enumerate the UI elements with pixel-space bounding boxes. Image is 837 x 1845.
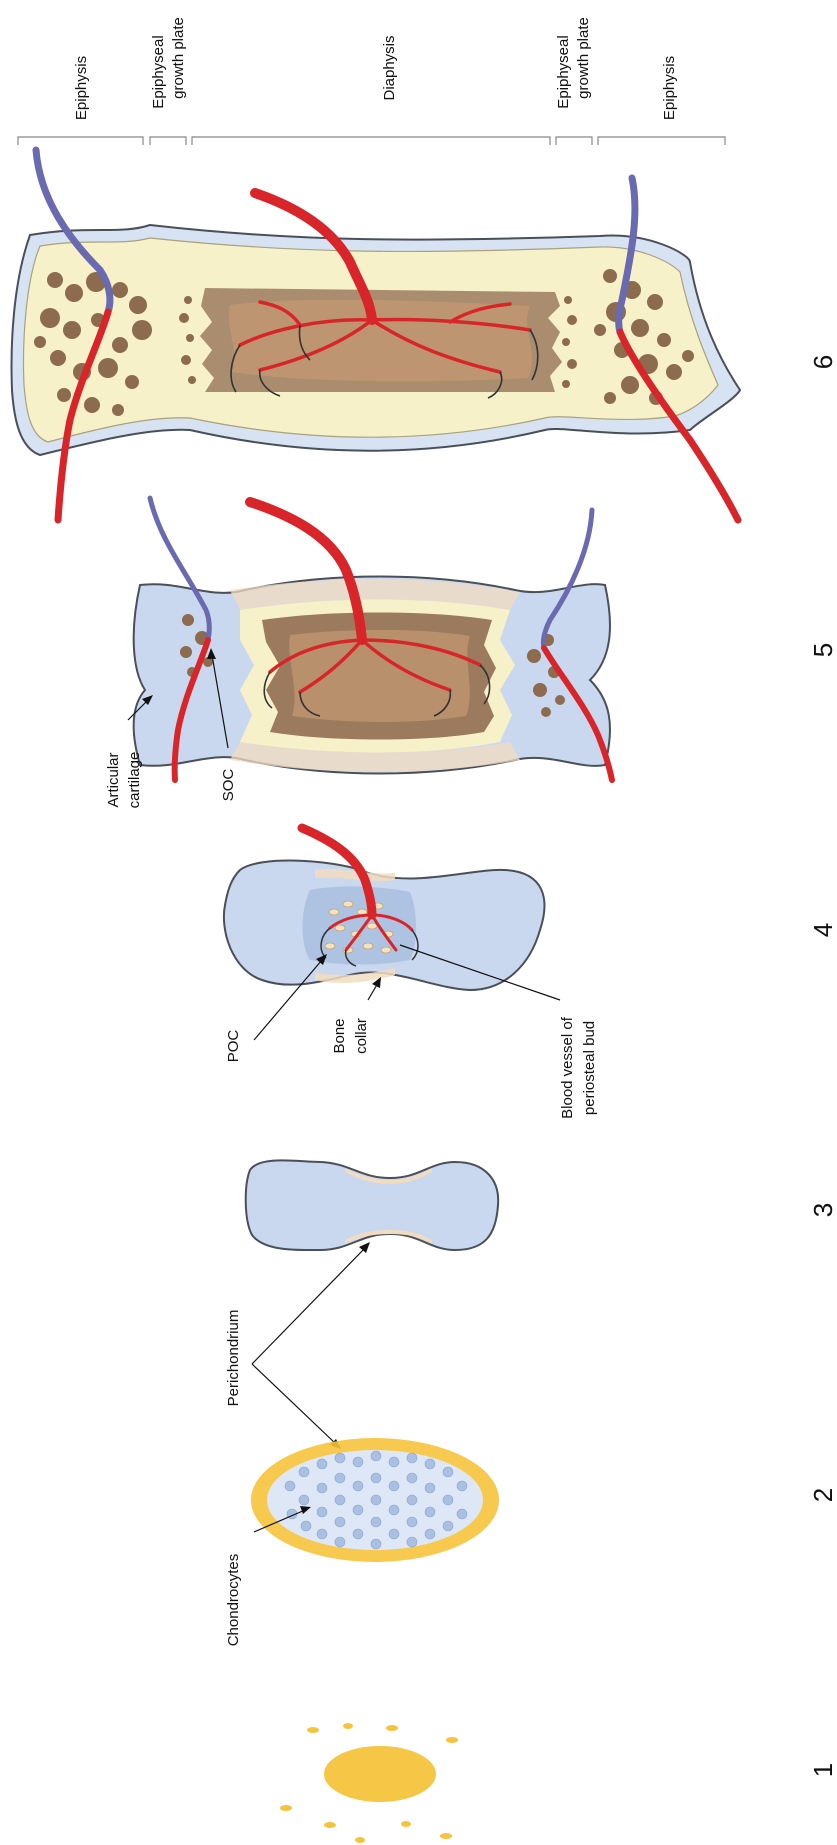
- bracket-epiphysis-bottom: [598, 137, 725, 145]
- growth-plate-bottom-label-line1: Epiphyseal: [555, 35, 572, 108]
- perichondrium-pointer-upper: [252, 1248, 365, 1364]
- stage3-cartilage: [246, 1160, 498, 1250]
- articular-cartilage-label-line2: cartilage: [126, 752, 143, 809]
- stage-1-mesenchyme: [280, 1723, 458, 1843]
- stage-number-2: 2: [808, 1488, 837, 1502]
- stage-6-bone: [12, 150, 740, 520]
- perichondrium-pointer-lower: [252, 1364, 336, 1444]
- region-labels: Epiphysis Epiphyseal growth plate Diaphy…: [73, 17, 678, 120]
- bracket-diaphysis: [192, 137, 550, 145]
- bone-collar-label-line1: Bone: [331, 1018, 348, 1053]
- blood-vessel-label-line1: Blood vessel of: [559, 1016, 576, 1119]
- stage-number-4: 4: [808, 923, 837, 937]
- region-brackets: [18, 137, 725, 145]
- bracket-growth-plate-bottom: [556, 137, 592, 145]
- bracket-growth-plate-top: [150, 137, 186, 145]
- growth-plate-top-label-line2: growth plate: [170, 17, 187, 99]
- bone-collar-label-line2: collar: [353, 1018, 370, 1054]
- perichondrium-arrowhead-upper: [359, 1242, 370, 1253]
- stage-4-bone: POC Bone collar Blood vessel of perioste…: [224, 828, 598, 1119]
- stage5-marrow-light: [289, 630, 470, 722]
- stage-2-cartilage: Chondrocytes: [225, 1438, 499, 1646]
- growth-plate-top-label-line1: Epiphyseal: [150, 35, 167, 108]
- stage-number-1: 1: [808, 1763, 837, 1777]
- perichondrium-label: Perichondrium: [225, 1310, 242, 1407]
- stage-number-6: 6: [808, 355, 837, 369]
- stage-5-bone: Articular cartilage SOC: [105, 498, 612, 808]
- stage4-poc-region: [303, 886, 417, 964]
- diaphysis-label: Diaphysis: [381, 35, 398, 100]
- articular-cartilage-label-line1: Articular: [105, 752, 122, 807]
- epiphysis-bottom-label: Epiphysis: [661, 56, 678, 120]
- bracket-epiphysis-top: [18, 137, 143, 145]
- poc-label: POC: [225, 1030, 242, 1063]
- chondrocytes-label: Chondrocytes: [225, 1554, 242, 1647]
- blood-vessel-label-line2: periosteal bud: [581, 1021, 598, 1115]
- stage-numbers: 1 2 3 4 5 6: [808, 355, 837, 1777]
- stage-number-5: 5: [808, 643, 837, 657]
- stage-3-cartilage-model: [246, 1160, 498, 1250]
- soc-label: SOC: [220, 769, 237, 802]
- growth-plate-bottom-label-line2: growth plate: [575, 17, 592, 99]
- stage-number-3: 3: [808, 1203, 837, 1217]
- stage1-cluster: [324, 1746, 436, 1802]
- epiphysis-top-label: Epiphysis: [73, 56, 90, 120]
- perichondrium-annotation: Perichondrium: [225, 1242, 370, 1449]
